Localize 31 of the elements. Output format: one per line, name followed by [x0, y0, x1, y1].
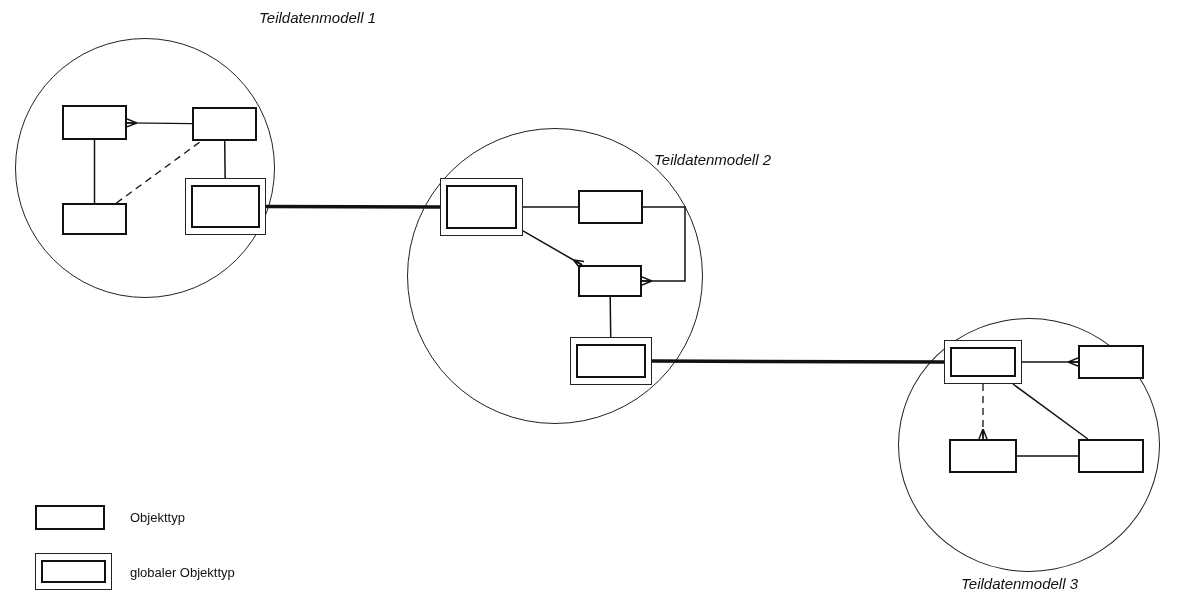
relationship-line — [522, 206, 579, 208]
entity-box — [1078, 345, 1144, 379]
relationship-line — [1016, 455, 1079, 457]
global-entity-box — [185, 178, 266, 235]
legend-label: Objekttyp — [130, 510, 185, 525]
relationship-line — [266, 204, 440, 209]
entity-box — [578, 190, 643, 224]
global-entity-box — [944, 340, 1022, 384]
entity-box — [62, 105, 127, 140]
entity-box — [62, 203, 127, 235]
relationship-line — [126, 118, 193, 128]
model-title: Teildatenmodell 1 — [259, 9, 377, 26]
relationship-line — [1012, 383, 1089, 440]
global-entity-box — [440, 178, 523, 236]
relationship-line — [652, 359, 944, 364]
relationship-line — [609, 296, 612, 338]
relationship-line — [93, 139, 96, 204]
relationship-line — [223, 140, 226, 179]
entity-box — [949, 439, 1017, 473]
relationship-line — [641, 206, 686, 286]
relationship-line — [115, 140, 202, 204]
relationship-line — [522, 230, 585, 270]
relationship-line — [978, 383, 988, 440]
legend-label: globaler Objekttyp — [130, 565, 235, 580]
entity-box — [192, 107, 257, 141]
model-title: Teildatenmodell 2 — [654, 151, 772, 168]
model-title: Teildatenmodell 3 — [961, 575, 1079, 592]
entity-box — [578, 265, 642, 297]
global-entity-box — [570, 337, 652, 385]
relationship-line — [1021, 357, 1079, 367]
entity-box — [1078, 439, 1144, 473]
